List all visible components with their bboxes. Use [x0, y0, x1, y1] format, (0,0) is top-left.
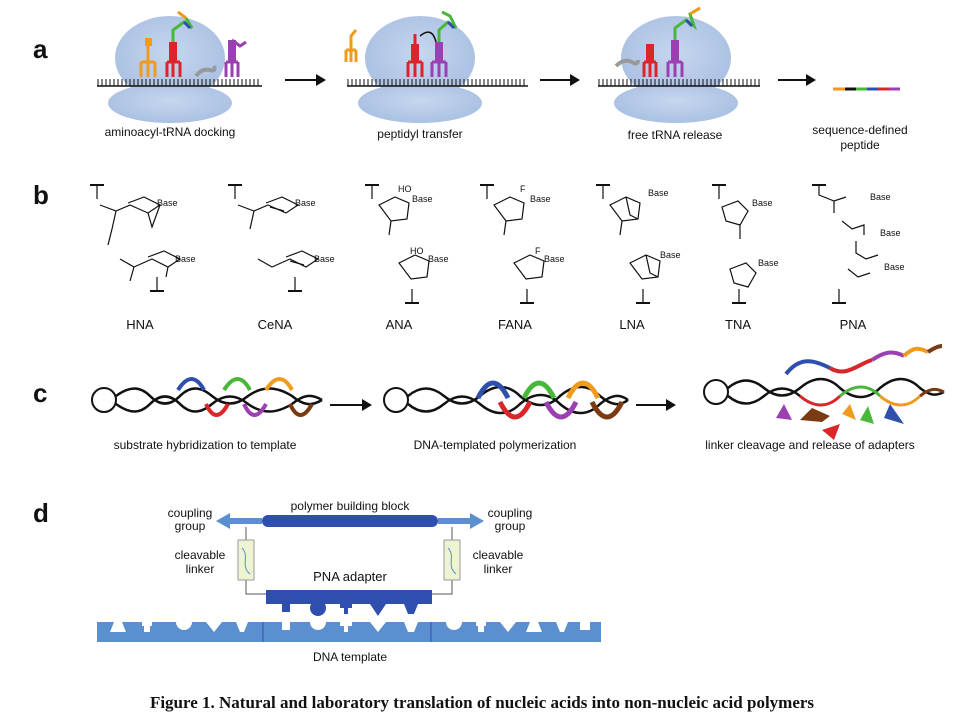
- label-tna: TNA: [725, 317, 751, 332]
- label-fana: FANA: [498, 317, 532, 332]
- panel-letter-b: b: [33, 180, 49, 210]
- step-label-peptidyl-transfer: peptidyl transfer: [377, 127, 463, 141]
- template-hairpin-3: [703, 344, 945, 440]
- pna-base-2: Base: [880, 228, 901, 238]
- label-hna: HNA: [126, 317, 154, 332]
- arrow-c1: [330, 399, 372, 411]
- panel-a-artwork: [97, 6, 900, 123]
- coupling-arrow-right: [438, 513, 484, 529]
- coupling-arrow-left: [216, 513, 262, 529]
- arrow-a3: [778, 74, 816, 86]
- tna-base-top: Base: [752, 198, 773, 208]
- step-label-linker-cleavage: linker cleavage and release of adapters: [705, 438, 915, 452]
- label-coupling-left-2: group: [174, 519, 206, 533]
- label-linker-left-1: cleavable: [174, 548, 226, 562]
- step-label-free-trna-release: free tRNA release: [627, 128, 723, 142]
- ana-base-top: Base: [412, 194, 433, 204]
- structure-cena: [228, 184, 320, 292]
- trna-orange-2: [344, 29, 358, 62]
- fana-base-top: Base: [530, 194, 551, 204]
- mrna-strand-3: [598, 79, 760, 87]
- fana-f-top: F: [520, 184, 526, 194]
- ribosome-2: [358, 16, 482, 123]
- structure-pna: [812, 184, 879, 304]
- label-polymer-building-block: polymer building block: [290, 499, 410, 513]
- result-label-line-2: peptide: [840, 138, 880, 152]
- label-linker-right-1: cleavable: [472, 548, 524, 562]
- ana-base-bottom: Base: [428, 254, 449, 264]
- cena-base-top: Base: [295, 198, 316, 208]
- tna-base-bottom: Base: [758, 258, 779, 268]
- arrow-c2: [636, 399, 676, 411]
- hna-base-top: Base: [157, 198, 178, 208]
- label-linker-right-2: linker: [483, 562, 513, 576]
- label-lna: LNA: [619, 317, 645, 332]
- ana-ho-bottom: HO: [410, 246, 424, 256]
- label-pna-adapter: PNA adapter: [313, 569, 387, 584]
- panel-b-atom-labels: Base Base Base Base HO Base HO Base F Ba…: [157, 184, 905, 272]
- label-coupling-left-1: coupling: [167, 506, 213, 520]
- panel-c-artwork: [91, 344, 945, 440]
- trna-purple-3: [666, 6, 701, 77]
- structure-fana: [480, 184, 545, 304]
- label-linker-left-2: linker: [185, 562, 215, 576]
- panel-letter-d: d: [33, 498, 49, 528]
- trna-red-3: [642, 44, 658, 77]
- panel-d-artwork: [97, 513, 601, 642]
- lna-base-top: Base: [648, 188, 669, 198]
- trna-purple-2: [430, 10, 458, 77]
- structure-tna: [712, 184, 757, 304]
- label-dna-template: DNA template: [312, 650, 388, 664]
- pna-base-1: Base: [870, 192, 891, 202]
- mrna-strand-1: [97, 79, 262, 87]
- cleavable-linker-right: [443, 539, 461, 581]
- panel-letter-a: a: [33, 34, 48, 64]
- fana-base-bottom: Base: [544, 254, 565, 264]
- figure-caption: Figure 1. Natural and laboratory transla…: [149, 693, 815, 712]
- structure-lna: [596, 184, 661, 304]
- structure-hna: [90, 184, 182, 292]
- template-hairpin-2: [383, 380, 629, 420]
- step-label-aminoacyl-trna-docking: aminoacyl-tRNA docking: [104, 125, 236, 139]
- cleavable-linker-left: [237, 539, 255, 581]
- pna-base-3: Base: [884, 262, 905, 272]
- lna-base-bottom: Base: [660, 250, 681, 260]
- pna-adapter-bar: [266, 590, 432, 616]
- free-trna-1: [194, 65, 217, 78]
- ana-ho-top: HO: [398, 184, 412, 194]
- template-hairpin-1: [91, 377, 323, 417]
- trna-red-1: [165, 10, 194, 77]
- panel-b-artwork: [90, 184, 879, 304]
- arrow-a2: [540, 74, 580, 86]
- cena-base-bottom: Base: [314, 254, 335, 264]
- step-label-dna-templated-polymerization: DNA-templated polymerization: [413, 438, 577, 452]
- hna-base-bottom: Base: [175, 254, 196, 264]
- label-coupling-right-2: group: [494, 519, 526, 533]
- fana-f-bottom: F: [535, 246, 541, 256]
- trna-red-2: [406, 31, 437, 77]
- mrna-strand-2: [347, 79, 528, 87]
- label-cena: CeNA: [257, 317, 293, 332]
- trna-purple-1: [224, 38, 247, 77]
- step-label-substrate-hybridization: substrate hybridization to template: [113, 438, 297, 452]
- dna-template-bar: [97, 622, 601, 642]
- figure-artwork: Base Base Base Base HO Base HO Base F Ba…: [90, 6, 945, 642]
- label-pna: PNA: [839, 317, 867, 332]
- panel-letter-c: c: [33, 378, 48, 408]
- free-trna-3: [614, 58, 640, 68]
- polymer-block-bar: [262, 515, 438, 527]
- trna-orange-1: [139, 38, 157, 77]
- arrow-a1: [285, 74, 326, 86]
- result-label-line-1: sequence-defined: [812, 123, 908, 137]
- label-coupling-right-1: coupling: [487, 506, 533, 520]
- label-ana: ANA: [385, 317, 413, 332]
- structure-ana: [365, 184, 430, 304]
